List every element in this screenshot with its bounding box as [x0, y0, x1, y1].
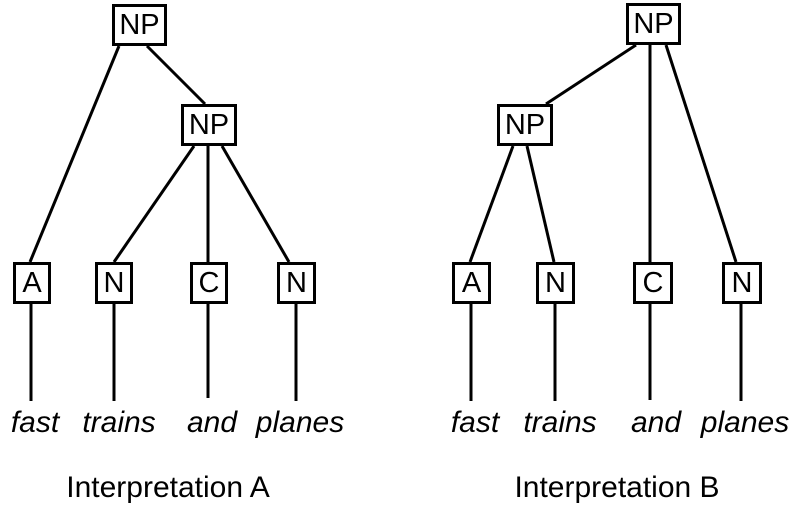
tree-a-word-fast: fast [10, 406, 60, 439]
edge-a-innernp-to-n2 [220, 145, 291, 263]
tree-b-leaf-n2-node: N [722, 262, 762, 304]
tree-b-inner-np-node: NP [497, 104, 553, 146]
tree-b-word-and: and [630, 406, 682, 439]
edge-b-root-to-innernp [545, 43, 637, 106]
tree-a-root-label: NP [119, 8, 160, 41]
tree-b-leaf-a-node: A [452, 262, 491, 304]
tree-a-leaf-a-label: A [22, 266, 42, 299]
tree-a-leaf-n2-node: N [277, 262, 316, 304]
tree-a-leaf-n2-label: N [286, 266, 307, 299]
tree-a-inner-np-label: NP [188, 108, 230, 141]
tree-a-inner-np-node: NP [181, 104, 237, 146]
tree-b-leaf-c-label: C [642, 266, 664, 299]
edge-a-root-to-innernp [145, 44, 207, 106]
tree-a-word-trains: trains [82, 406, 156, 439]
edge-a-innernp-to-n1 [112, 145, 196, 263]
tree-a-word-and: and [186, 406, 238, 439]
tree-b-leaf-c-node: C [633, 262, 673, 304]
tree-a-leaf-c-label: C [198, 266, 220, 299]
tree-b-inner-np-label: NP [504, 108, 546, 141]
tree-b-word-planes: planes [700, 406, 790, 439]
tree-b-root-node: NP [626, 3, 681, 45]
tree-b-leaf-n2-label: N [731, 266, 753, 299]
edge-b-innernp-to-a [468, 145, 515, 263]
edge-a-root-to-a [28, 45, 121, 263]
tree-a-word-planes: planes [255, 406, 345, 439]
tree-a-leaf-a-node: A [13, 262, 51, 304]
tree-a-leaf-n1-label: N [103, 266, 125, 299]
edge-b-innernp-to-n1 [525, 145, 556, 263]
tree-a-root-node: NP [112, 4, 167, 46]
tree-b-root-label: NP [633, 7, 674, 40]
edge-b-root-to-n2 [664, 44, 738, 263]
tree-b-leaf-n1-label: N [545, 266, 566, 299]
tree-b-leaf-a-label: A [461, 266, 482, 299]
tree-a-caption: Interpretation A [66, 471, 270, 504]
tree-b-word-trains: trains [523, 406, 597, 439]
tree-b-caption: Interpretation B [514, 471, 720, 504]
tree-a-leaf-c-node: C [190, 262, 228, 304]
tree-a-leaf-n1-node: N [95, 262, 133, 304]
tree-b-leaf-n1-node: N [536, 262, 575, 304]
tree-b-word-fast: fast [450, 406, 500, 439]
